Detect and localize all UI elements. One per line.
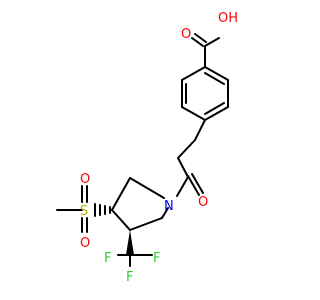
bond-n-to-c2: [129, 177, 165, 199]
atom-pyrrolidine-n: N: [164, 199, 174, 214]
atom-sulfonyl-s: S: [80, 204, 88, 219]
atom-fluorine-right: F: [153, 251, 160, 266]
propanoyl-chain: O: [176, 119, 208, 210]
structure-diagram: O OH O N S O: [56, 11, 238, 285]
bond-c5-to-n: [161, 207, 169, 219]
trifluoromethyl-group: F F F: [104, 230, 160, 285]
bond-ring-to-chain: [194, 119, 206, 141]
benzene-double-2: [204, 102, 225, 115]
bond-chain-to-carbonyl: [177, 157, 189, 178]
atom-carboxyl-o: O: [181, 27, 191, 42]
bond-c3-to-c4: [111, 209, 131, 231]
bond-carboxyl-oh: [204, 37, 220, 47]
atom-sulfonyl-o-bottom: O: [80, 236, 90, 251]
atom-sulfonyl-o-top: O: [80, 172, 90, 187]
atom-fluorine-left: F: [104, 251, 111, 266]
benzene-ring-outline: [181, 65, 229, 122]
atom-fluorine-bottom: F: [126, 270, 133, 285]
bond-c4-to-c5: [129, 217, 163, 231]
bond-carboxyl-double-a: [191, 37, 204, 47]
stereo-wedge-cf3: [126, 230, 134, 255]
carboxylic-acid-group: O OH: [181, 11, 238, 68]
pyrrolidine-ring: N: [111, 177, 174, 231]
atom-carbonyl-o: O: [198, 195, 208, 210]
bond-carbonyl-double-b: [191, 173, 204, 194]
methylsulfonyl-group: S O O: [56, 172, 111, 251]
atom-carboxyl-oh: OH: [218, 11, 238, 26]
bond-c2-to-c3: [111, 177, 131, 211]
benzene-double-1: [204, 72, 225, 85]
benzene-ring: [181, 65, 229, 122]
bond-carboxyl-double-b: [194, 33, 207, 43]
bond-chain-ch2: [177, 139, 196, 159]
bond-carbonyl-double-a: [187, 175, 200, 196]
bond-carbonyl-to-n: [176, 176, 189, 197]
